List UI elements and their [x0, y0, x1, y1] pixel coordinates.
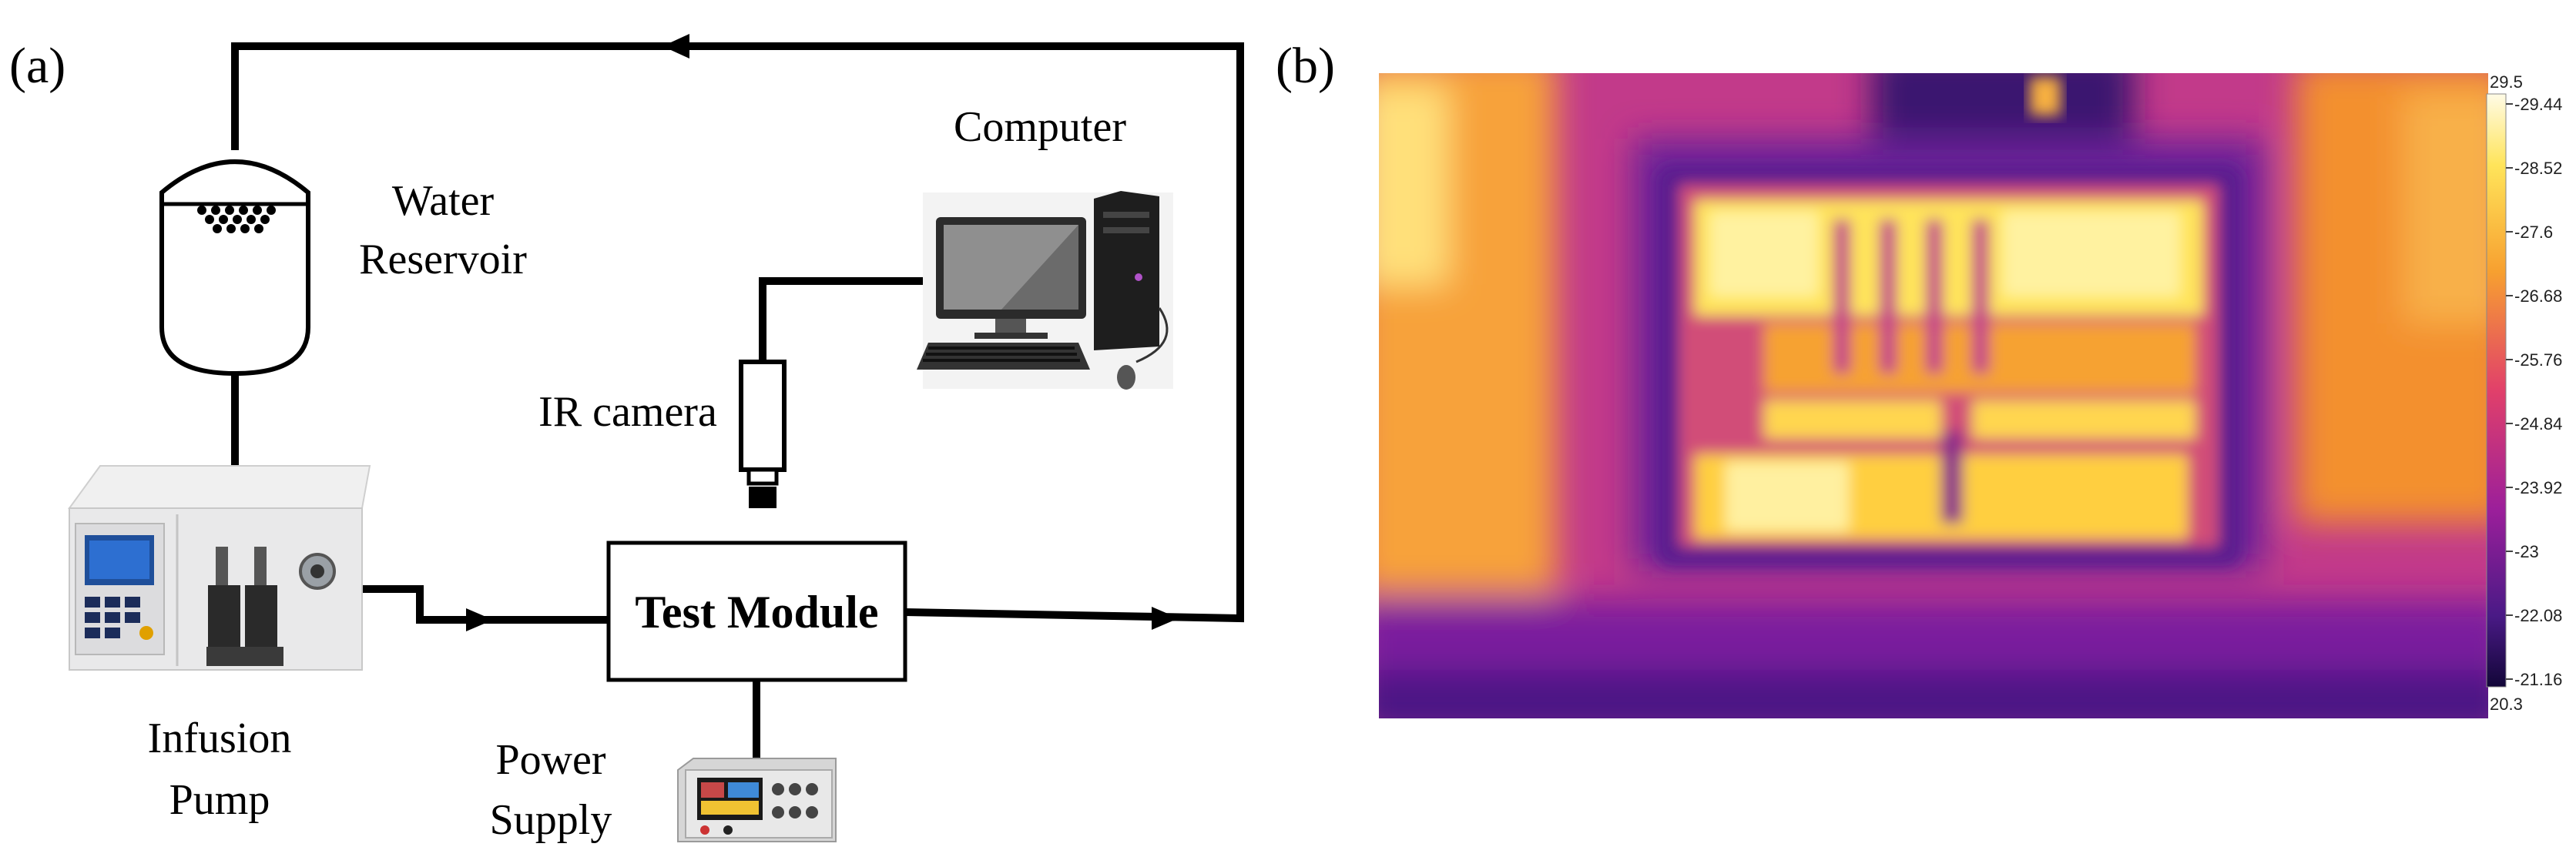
colorbar-max-label: 29.5: [2490, 72, 2523, 92]
water-reservoir-vessel: [159, 159, 310, 377]
infusion-pump-illustration: [68, 465, 371, 671]
return-line: [231, 42, 1244, 623]
colorbar-tick-label: -28.52: [2514, 159, 2562, 178]
camera-cable: [759, 277, 924, 362]
flow-arrow-right: [1152, 607, 1179, 630]
colorbar-tick-label: -23.92: [2514, 478, 2562, 497]
flow-arrow-pump: [466, 608, 493, 631]
colorbar-tick-label: -26.68: [2514, 286, 2562, 306]
colorbar-tick-label: -27.6: [2514, 223, 2553, 242]
colorbar-tick-label: -24.84: [2514, 414, 2562, 434]
ir-camera-illustration: [739, 360, 787, 508]
power-supply-label-line2: Supply: [489, 796, 612, 844]
return-arrow-top: [662, 34, 689, 59]
colorbar-tick-label: -25.76: [2514, 350, 2562, 370]
panel-a-tag: (a): [9, 38, 66, 94]
colorbar-min-label: 20.3: [2490, 695, 2523, 714]
thermal-colorbar: [2486, 93, 2507, 688]
computer-illustration: [917, 191, 1173, 390]
infusion-pump-label-line2: Pump: [169, 776, 270, 824]
colorbar-tick-label: -29.44: [2514, 95, 2562, 114]
water-reservoir-label-line2: Reservoir: [359, 236, 527, 283]
infusion-pump-label-line1: Infusion: [147, 715, 292, 762]
power-supply-label-line1: Power: [495, 736, 606, 784]
colorbar-tick-label: -21.16: [2514, 670, 2562, 689]
water-reservoir-label-line1: Water: [391, 177, 495, 225]
computer-label: Computer: [954, 103, 1126, 151]
test-module-box: [606, 541, 907, 682]
test-module-label: Test Module: [635, 587, 879, 638]
ir-camera-label: IR camera: [538, 388, 717, 436]
pump-module-line: [362, 585, 609, 624]
colorbar-ticks: -29.44 -28.52 -27.6 -26.68 -25.76 -24.84 -23.9…: [2506, 95, 2562, 689]
panel-b-tag: (b): [1276, 38, 1335, 94]
colorbar-tick-label: -22.08: [2514, 606, 2562, 625]
power-supply-illustration: [677, 758, 837, 842]
colorbar-tick-label: -23: [2514, 542, 2539, 561]
flow-diagram: [68, 34, 1244, 842]
